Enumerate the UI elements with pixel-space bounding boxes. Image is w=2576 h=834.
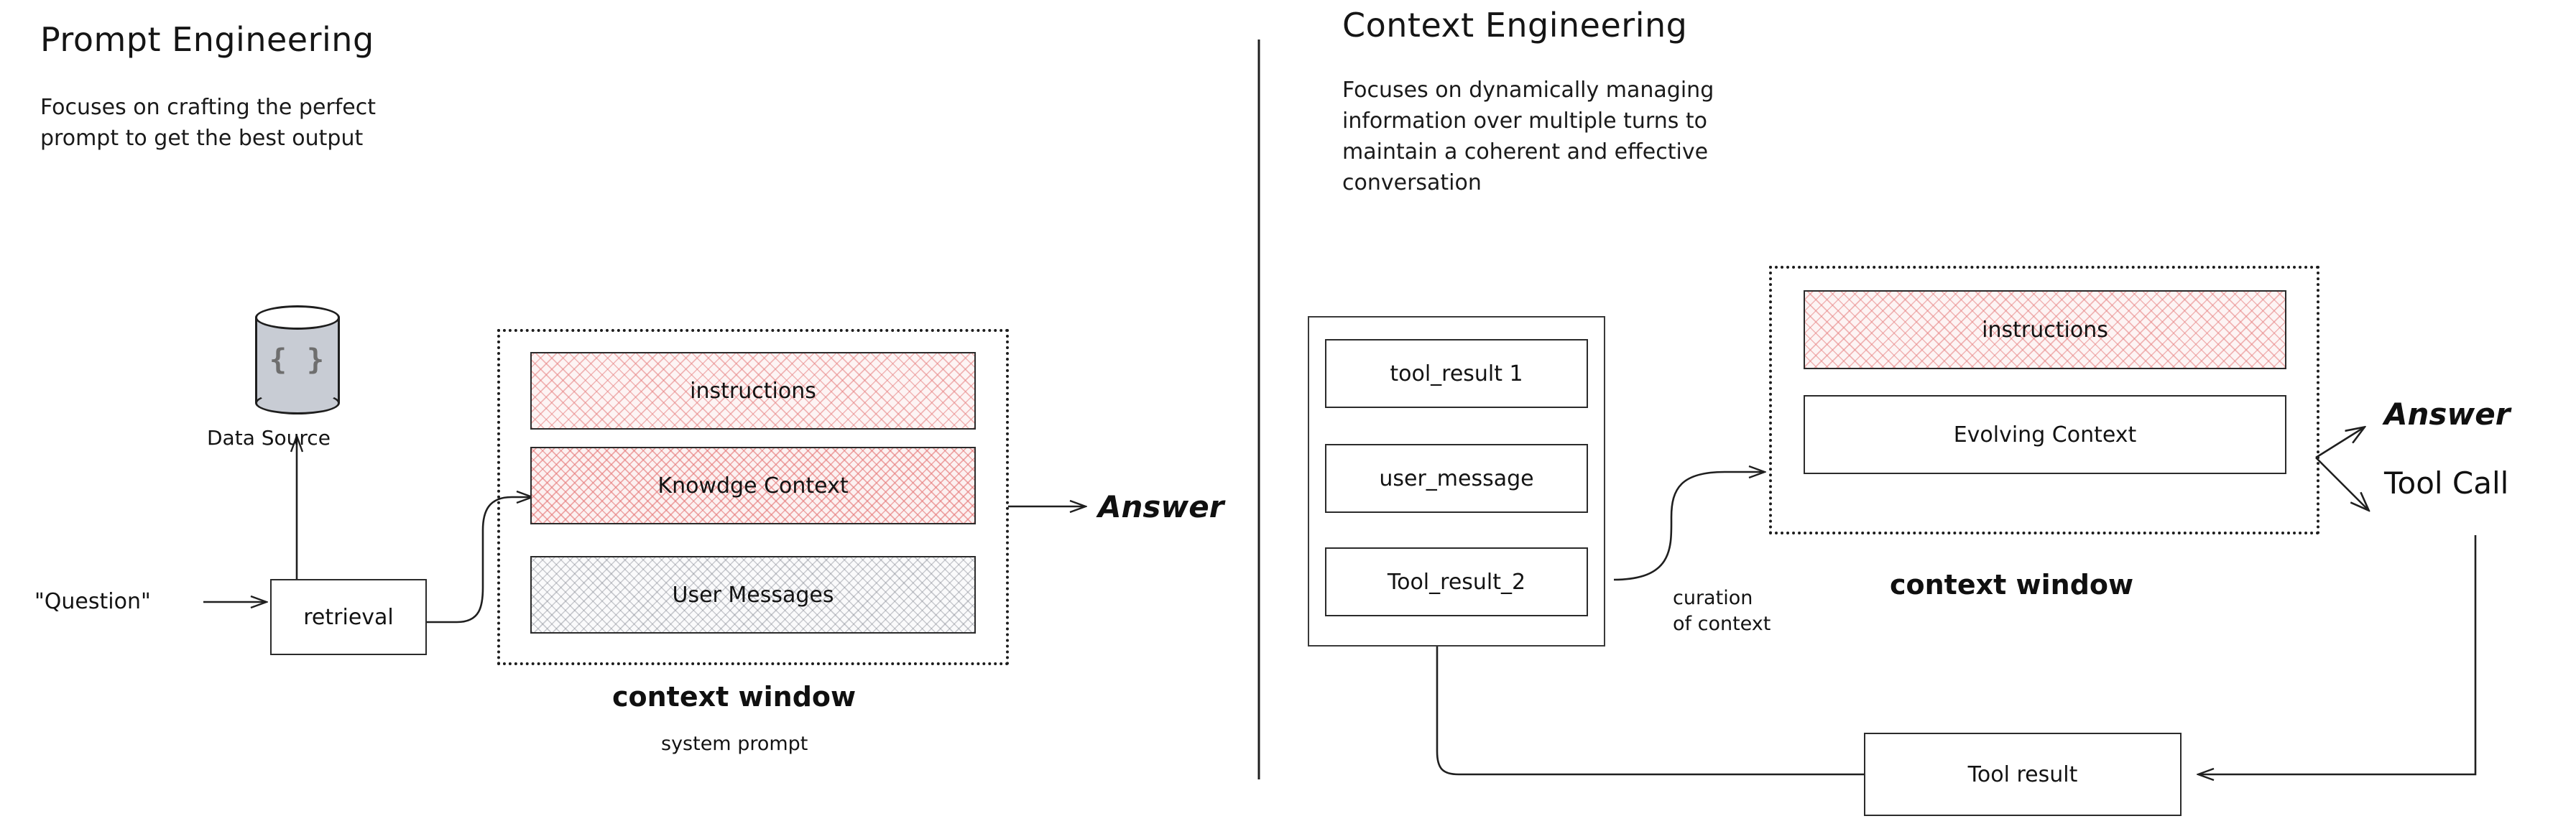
tool-result-label: Tool result bbox=[1967, 761, 2078, 787]
block-label: Evolving Context bbox=[1953, 422, 2137, 448]
left-context-window-label: context window bbox=[612, 681, 857, 713]
data-source-cylinder-icon: { } bbox=[255, 305, 340, 414]
data-source-label: Data Source bbox=[207, 426, 331, 450]
block-label: Tool_result_2 bbox=[1387, 569, 1526, 595]
left-answer-label: Answer bbox=[1098, 489, 1224, 524]
json-braces-icon: { } bbox=[269, 343, 326, 376]
block-evolving-context[interactable]: Evolving Context bbox=[1804, 395, 2286, 474]
left-context-window bbox=[497, 329, 1009, 665]
left-panel-description: Focuses on crafting the perfect prompt t… bbox=[40, 95, 377, 151]
block-knowledge-context[interactable]: Knowdge Context bbox=[530, 447, 976, 524]
right-answer-label: Answer bbox=[2384, 397, 2511, 432]
tool-call-label: Tool Call bbox=[2384, 465, 2509, 501]
block-label: tool_result 1 bbox=[1390, 361, 1523, 386]
right-panel-title: Context Engineering bbox=[1342, 6, 1688, 45]
right-context-window-label: context window bbox=[1890, 569, 2134, 601]
tool-result-box[interactable]: Tool result bbox=[1864, 733, 2182, 816]
block-label: instructions bbox=[690, 378, 816, 404]
arrow-context-to-tool-call bbox=[2315, 457, 2368, 510]
block-label: instructions bbox=[1982, 317, 2108, 343]
block-tool-result-1[interactable]: tool_result 1 bbox=[1325, 339, 1588, 408]
retrieval-box[interactable]: retrieval bbox=[270, 579, 427, 655]
block-tool-result-2[interactable]: Tool_result_2 bbox=[1325, 547, 1588, 616]
cylinder-body bbox=[255, 317, 340, 403]
block-user-messages[interactable]: User Messages bbox=[530, 556, 976, 634]
system-prompt-label: system prompt bbox=[661, 733, 808, 755]
cylinder-bottom bbox=[255, 391, 340, 414]
curation-of-context-label: curation of context bbox=[1673, 587, 1771, 635]
block-user-message[interactable]: user_message bbox=[1325, 444, 1588, 513]
left-panel-title: Prompt Engineering bbox=[40, 20, 374, 59]
block-label: Knowdge Context bbox=[657, 473, 849, 499]
arrow-context-to-answer-right bbox=[2315, 427, 2364, 459]
cylinder-top bbox=[255, 305, 340, 330]
arrow-curation-to-context-window bbox=[1613, 472, 1764, 581]
arrow-tool-result-to-history bbox=[1437, 631, 1864, 776]
arrow-tool-call-to-tool-result bbox=[2199, 535, 2477, 774]
block-label: User Messages bbox=[672, 582, 834, 608]
block-instructions-left[interactable]: instructions bbox=[530, 352, 976, 430]
right-context-window bbox=[1769, 266, 2319, 534]
question-label: "Question" bbox=[34, 589, 151, 614]
right-panel-description: Focuses on dynamically managing informat… bbox=[1342, 78, 1714, 195]
retrieval-label: retrieval bbox=[303, 604, 394, 630]
block-label: user_message bbox=[1379, 465, 1534, 491]
block-instructions-right[interactable]: instructions bbox=[1804, 290, 2286, 369]
